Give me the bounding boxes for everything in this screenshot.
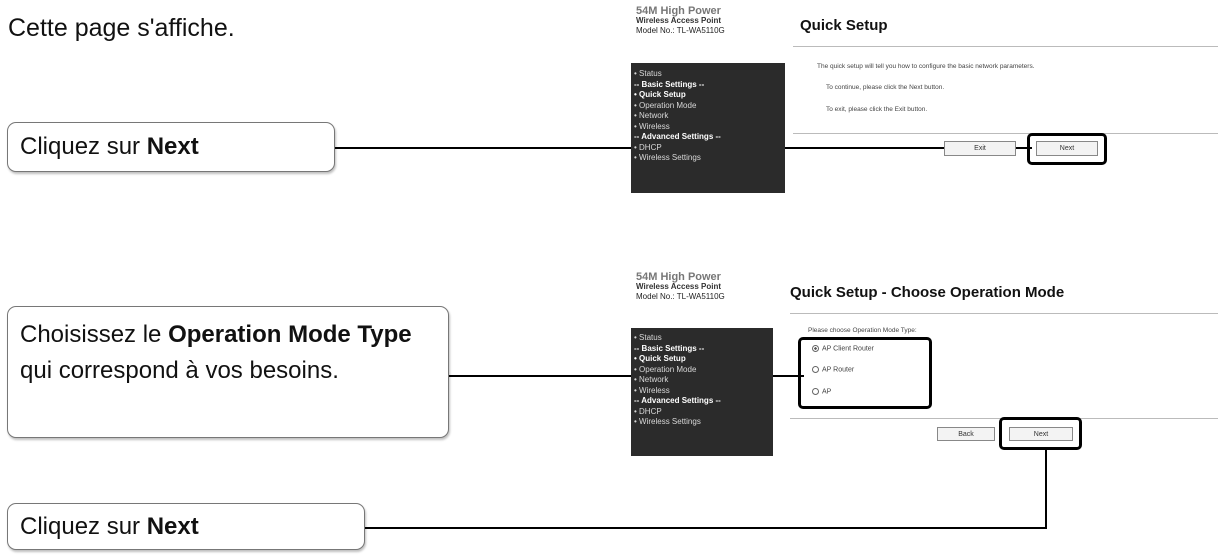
brand-block: 54M High Power Wireless Access Point Mod…	[636, 6, 725, 36]
menu-item-operation-mode[interactable]: • Operation Mode	[634, 364, 697, 374]
brand-line: Wireless Access Point	[636, 16, 722, 25]
menu-item-wireless[interactable]: • Wireless	[634, 121, 670, 131]
next-button-highlight	[1027, 133, 1107, 165]
menu-item-operation-mode[interactable]: • Operation Mode	[634, 100, 697, 110]
radio-icon	[812, 388, 819, 395]
brand-line: 54M High Power	[636, 5, 721, 17]
menu-item-quick-setup[interactable]: • Quick Setup	[634, 354, 686, 363]
radio-label: AP Router	[822, 366, 855, 374]
menu-item-dhcp[interactable]: • DHCP	[634, 406, 662, 416]
radio-ap-client-router[interactable]: AP Client Router	[812, 345, 874, 352]
callout-bold: Next	[146, 513, 199, 540]
callout-text: Cliquez sur	[20, 133, 147, 160]
next-button[interactable]: Next	[1009, 427, 1073, 441]
menu-item-network[interactable]: • Network	[634, 375, 669, 384]
mode-options-highlight	[798, 337, 932, 409]
mode-prompt-text: Please choose Operation Mode Type:	[808, 327, 917, 334]
menu-item-quick-setup[interactable]: • Quick Setup	[634, 90, 686, 99]
description-text: The quick setup will tell you how to con…	[817, 63, 1035, 70]
divider	[793, 46, 1218, 47]
page-title: Quick Setup - Choose Operation Mode	[790, 284, 1065, 301]
menu-item-wireless-settings[interactable]: • Wireless Settings	[634, 153, 701, 162]
divider	[790, 313, 1218, 314]
connector-line-3	[365, 527, 1047, 529]
callout-click-next-1: Cliquez sur Next	[7, 122, 335, 172]
callout-bold: Next	[146, 133, 199, 160]
callout-click-next-2: Cliquez sur Next	[7, 503, 365, 550]
next-button-highlight	[999, 417, 1082, 450]
continue-text: To continue, please click the Next butto…	[826, 84, 945, 91]
brand-line: Wireless Access Point	[636, 282, 722, 291]
callout-text: Choisissez le	[20, 321, 169, 348]
radio-selected-icon	[812, 345, 819, 352]
page-title: Quick Setup	[800, 17, 888, 34]
connector-line-3-vertical	[1045, 450, 1047, 529]
radio-ap[interactable]: AP	[812, 388, 831, 395]
radio-label: AP Client Router	[822, 345, 875, 353]
callout-text: qui correspond à vos besoins.	[20, 357, 339, 384]
brand-block: 54M High Power Wireless Access Point Mod…	[636, 272, 725, 302]
next-button[interactable]: Next	[1036, 141, 1098, 156]
intro-text: Cette page s'affiche.	[8, 14, 235, 42]
sidebar-menu: • Status -- Basic Settings -- • Quick Se…	[631, 63, 785, 193]
menu-item-network[interactable]: • Network	[634, 111, 669, 120]
callout-bold: Operation Mode Type	[168, 321, 412, 348]
back-button[interactable]: Back	[937, 427, 995, 441]
menu-item-wireless[interactable]: • Wireless	[634, 385, 670, 395]
callout-text: Cliquez sur	[20, 513, 147, 540]
connector-line-2	[449, 375, 804, 377]
radio-icon	[812, 366, 819, 373]
menu-item-dhcp[interactable]: • DHCP	[634, 142, 662, 152]
radio-label: AP	[822, 388, 832, 396]
callout-choose-mode: Choisissez le Operation Mode Type qui co…	[7, 306, 449, 438]
divider	[793, 133, 1218, 134]
exit-text: To exit, please click the Exit button.	[826, 106, 928, 113]
menu-section-basic: -- Basic Settings --	[634, 343, 705, 353]
model-line: Model No.: TL-WA5110G	[636, 26, 725, 35]
model-line: Model No.: TL-WA5110G	[636, 292, 725, 301]
menu-section-basic: -- Basic Settings --	[634, 79, 705, 89]
brand-line: 54M High Power	[636, 271, 721, 283]
menu-section-advanced: -- Advanced Settings --	[634, 396, 721, 405]
exit-button[interactable]: Exit	[944, 141, 1016, 156]
radio-ap-router[interactable]: AP Router	[812, 366, 854, 373]
menu-item-status[interactable]: • Status	[634, 333, 662, 342]
menu-section-advanced: -- Advanced Settings --	[634, 132, 721, 141]
menu-item-wireless-settings[interactable]: • Wireless Settings	[634, 417, 701, 426]
sidebar-menu: • Status -- Basic Settings -- • Quick Se…	[631, 328, 773, 456]
menu-item-status[interactable]: • Status	[634, 69, 662, 78]
